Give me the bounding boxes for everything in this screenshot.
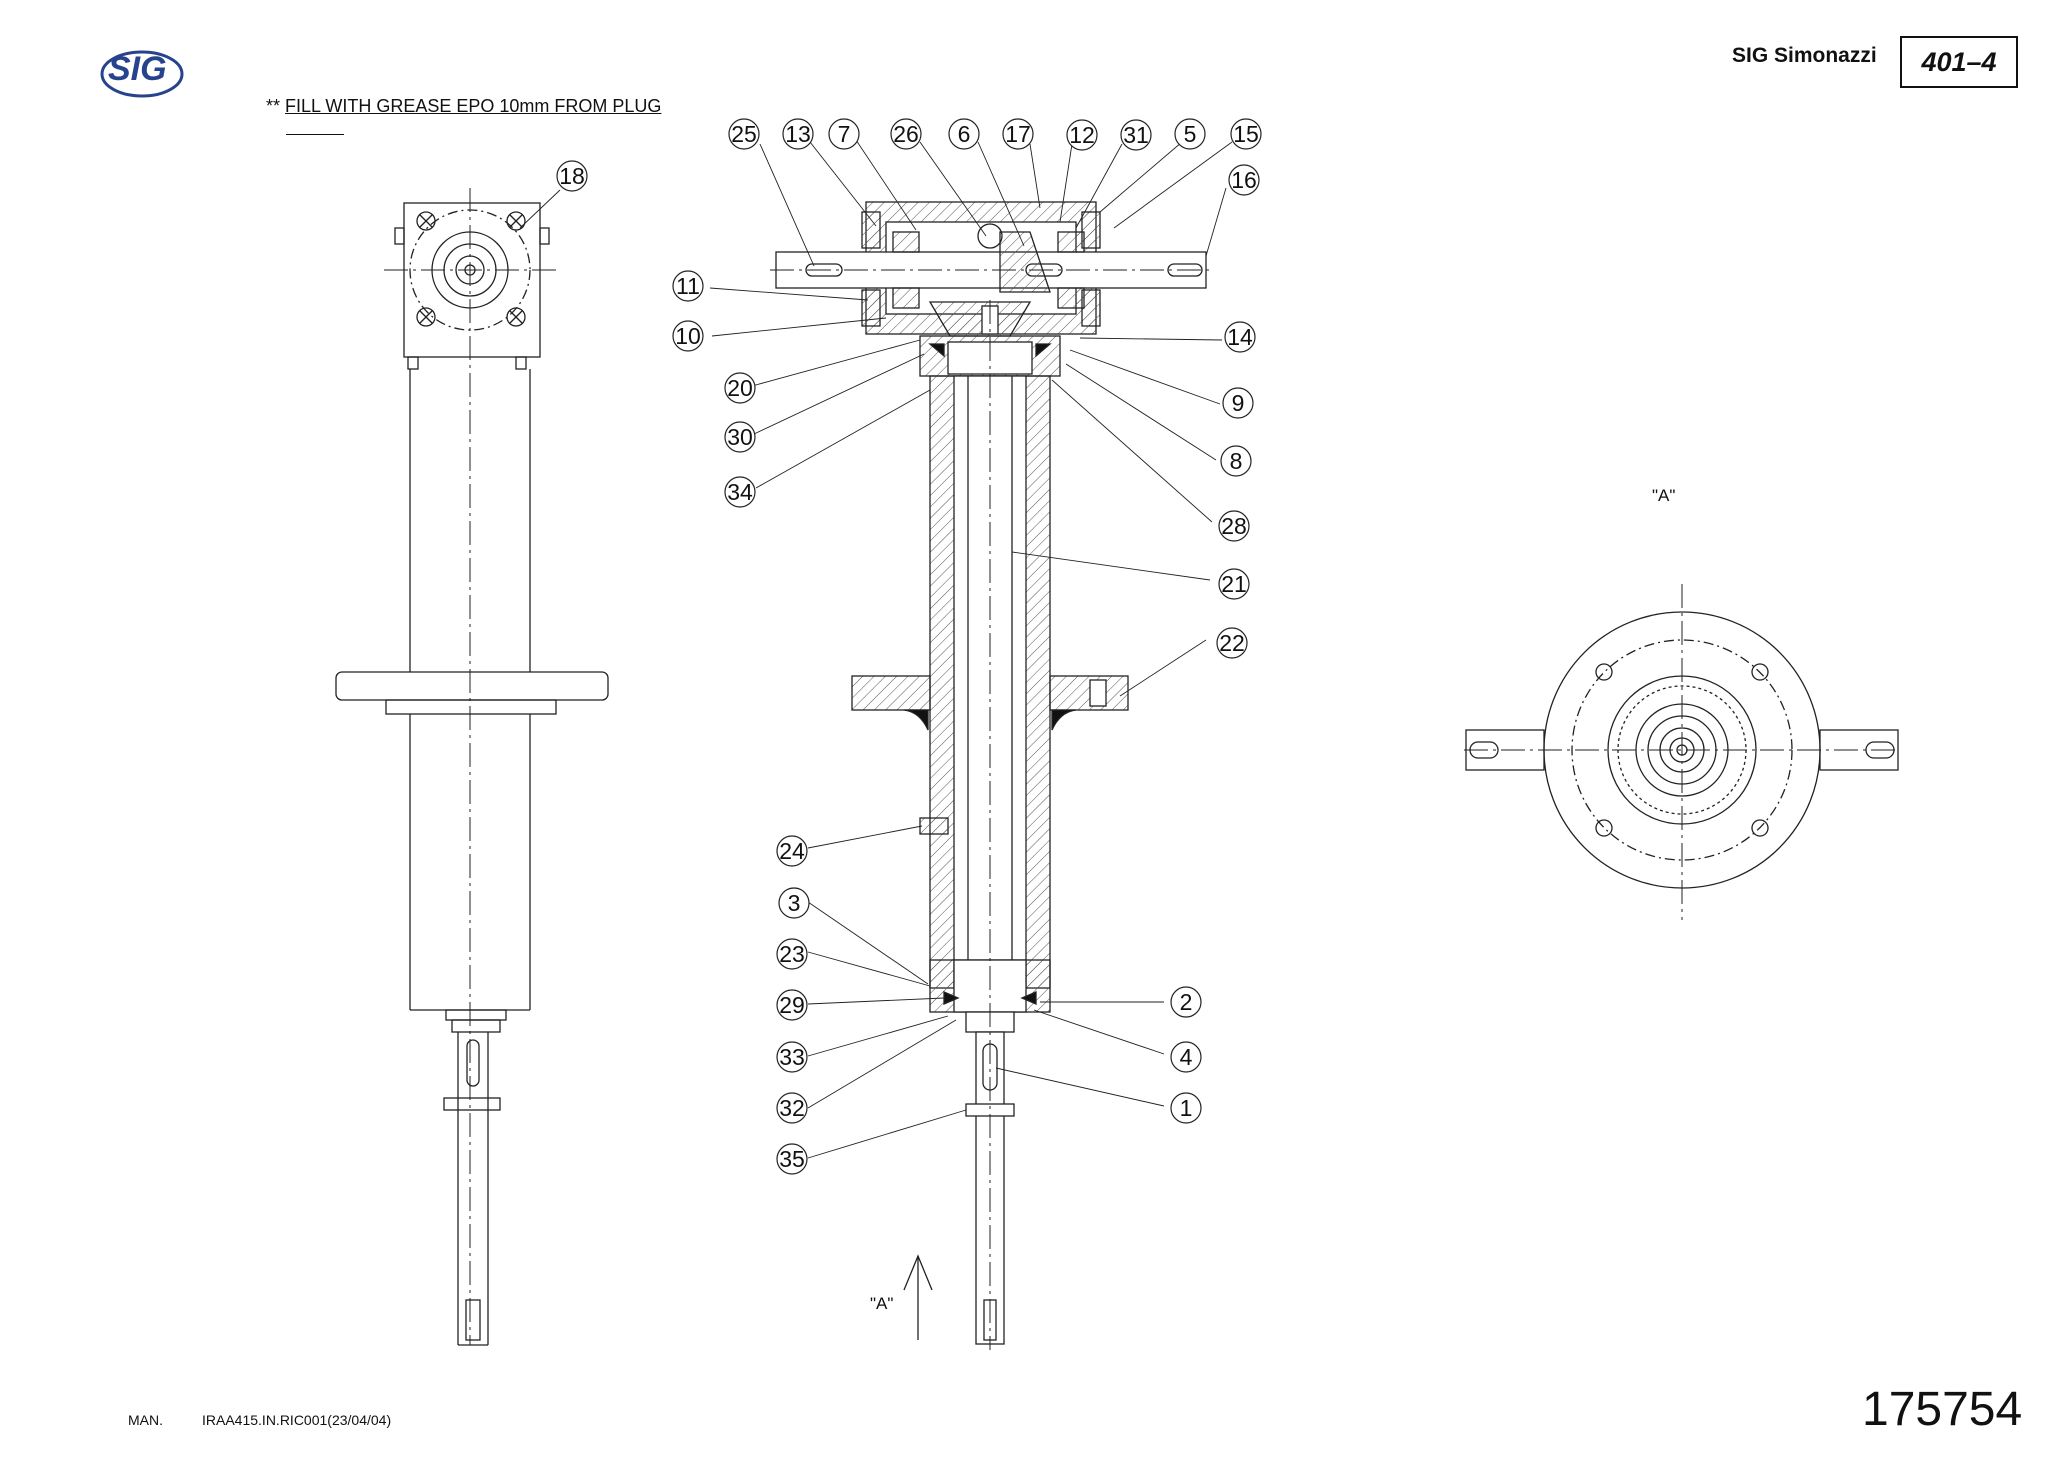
callout: 24 — [776, 835, 808, 867]
callout: 23 — [776, 938, 808, 970]
svg-text:2: 2 — [1180, 989, 1193, 1015]
svg-text:24: 24 — [779, 838, 805, 864]
svg-text:21: 21 — [1221, 571, 1247, 597]
svg-text:14: 14 — [1227, 324, 1253, 350]
svg-text:22: 22 — [1219, 630, 1245, 656]
callout: 16 — [1228, 164, 1260, 196]
callout: 4 — [1170, 1041, 1202, 1073]
svg-text:29: 29 — [779, 992, 805, 1018]
svg-text:25: 25 — [731, 121, 757, 147]
callout: 25 — [728, 118, 760, 150]
note-divider — [286, 134, 344, 135]
svg-text:6: 6 — [958, 121, 971, 147]
callout: 6 — [948, 118, 980, 150]
doc-reference: IRAA415.IN.RIC001(23/04/04) — [202, 1412, 392, 1428]
callout: 26 — [890, 118, 922, 150]
callout: 7 — [828, 118, 860, 150]
svg-text:30: 30 — [727, 424, 753, 450]
callout: 5 — [1174, 118, 1206, 150]
callout: 33 — [776, 1041, 808, 1073]
callout: 34 — [724, 476, 756, 508]
callout: 31 — [1120, 119, 1152, 151]
drawing-code: 401–4 — [1900, 36, 2018, 88]
svg-text:32: 32 — [779, 1095, 805, 1121]
note-text: FILL WITH GREASE EPO 10mm FROM PLUG — [285, 96, 662, 116]
note-prefix: ** — [266, 96, 281, 116]
callout: 10 — [672, 320, 704, 352]
svg-text:7: 7 — [838, 121, 851, 147]
svg-text:31: 31 — [1123, 122, 1149, 148]
logo-text: SIG — [108, 50, 167, 88]
callout: 14 — [1224, 321, 1256, 353]
svg-text:12: 12 — [1069, 122, 1095, 148]
callout: 8 — [1220, 445, 1252, 477]
svg-text:8: 8 — [1230, 448, 1243, 474]
callout: 18 — [556, 160, 588, 192]
svg-text:4: 4 — [1180, 1044, 1193, 1070]
svg-text:10: 10 — [675, 323, 701, 349]
callout: 11 — [672, 270, 704, 302]
callout: 20 — [724, 372, 756, 404]
svg-text:28: 28 — [1221, 513, 1247, 539]
callout: 3 — [778, 887, 810, 919]
callout: 15 — [1230, 118, 1262, 150]
svg-text:26: 26 — [893, 121, 919, 147]
svg-text:3: 3 — [788, 890, 801, 916]
view-label-top: "A" — [1652, 486, 1676, 505]
callout: 29 — [776, 989, 808, 1021]
callout: 21 — [1218, 568, 1250, 600]
svg-text:18: 18 — [559, 163, 585, 189]
svg-text:17: 17 — [1005, 121, 1031, 147]
svg-text:15: 15 — [1233, 121, 1259, 147]
callout: 1 — [1170, 1092, 1202, 1124]
side-view — [335, 202, 609, 1346]
logo-icon — [100, 50, 184, 98]
callout: 30 — [724, 421, 756, 453]
svg-text:35: 35 — [779, 1146, 805, 1172]
drawing-number: 175754 — [1862, 1383, 2023, 1436]
callout: 9 — [1222, 387, 1254, 419]
svg-text:33: 33 — [779, 1044, 805, 1070]
man-label: MAN. — [128, 1412, 163, 1428]
callout: 32 — [776, 1092, 808, 1124]
callout: 13 — [782, 118, 814, 150]
callout: 22 — [1216, 627, 1248, 659]
svg-text:34: 34 — [727, 479, 753, 505]
svg-text:11: 11 — [676, 273, 700, 299]
callout: 12 — [1066, 119, 1098, 151]
svg-text:20: 20 — [727, 375, 753, 401]
grease-note: ** FILL WITH GREASE EPO 10mm FROM PLUG — [266, 96, 661, 117]
svg-text:5: 5 — [1184, 121, 1197, 147]
callout: 17 — [1002, 118, 1034, 150]
callout-balloons: 25 13 7 26 6 17 12 31 5 15 16 18 11 10 1… — [556, 118, 1262, 1175]
callout: 35 — [776, 1143, 808, 1175]
svg-text:16: 16 — [1231, 167, 1257, 193]
callout: 2 — [1170, 986, 1202, 1018]
svg-text:23: 23 — [779, 941, 805, 967]
svg-text:13: 13 — [785, 121, 811, 147]
view-label-bottom: "A" — [870, 1294, 894, 1313]
svg-text:1: 1 — [1180, 1095, 1193, 1121]
section-view — [775, 201, 1207, 1345]
svg-text:9: 9 — [1232, 390, 1245, 416]
brand-name: SIG Simonazzi — [1732, 44, 1877, 67]
callout: 28 — [1218, 510, 1250, 542]
